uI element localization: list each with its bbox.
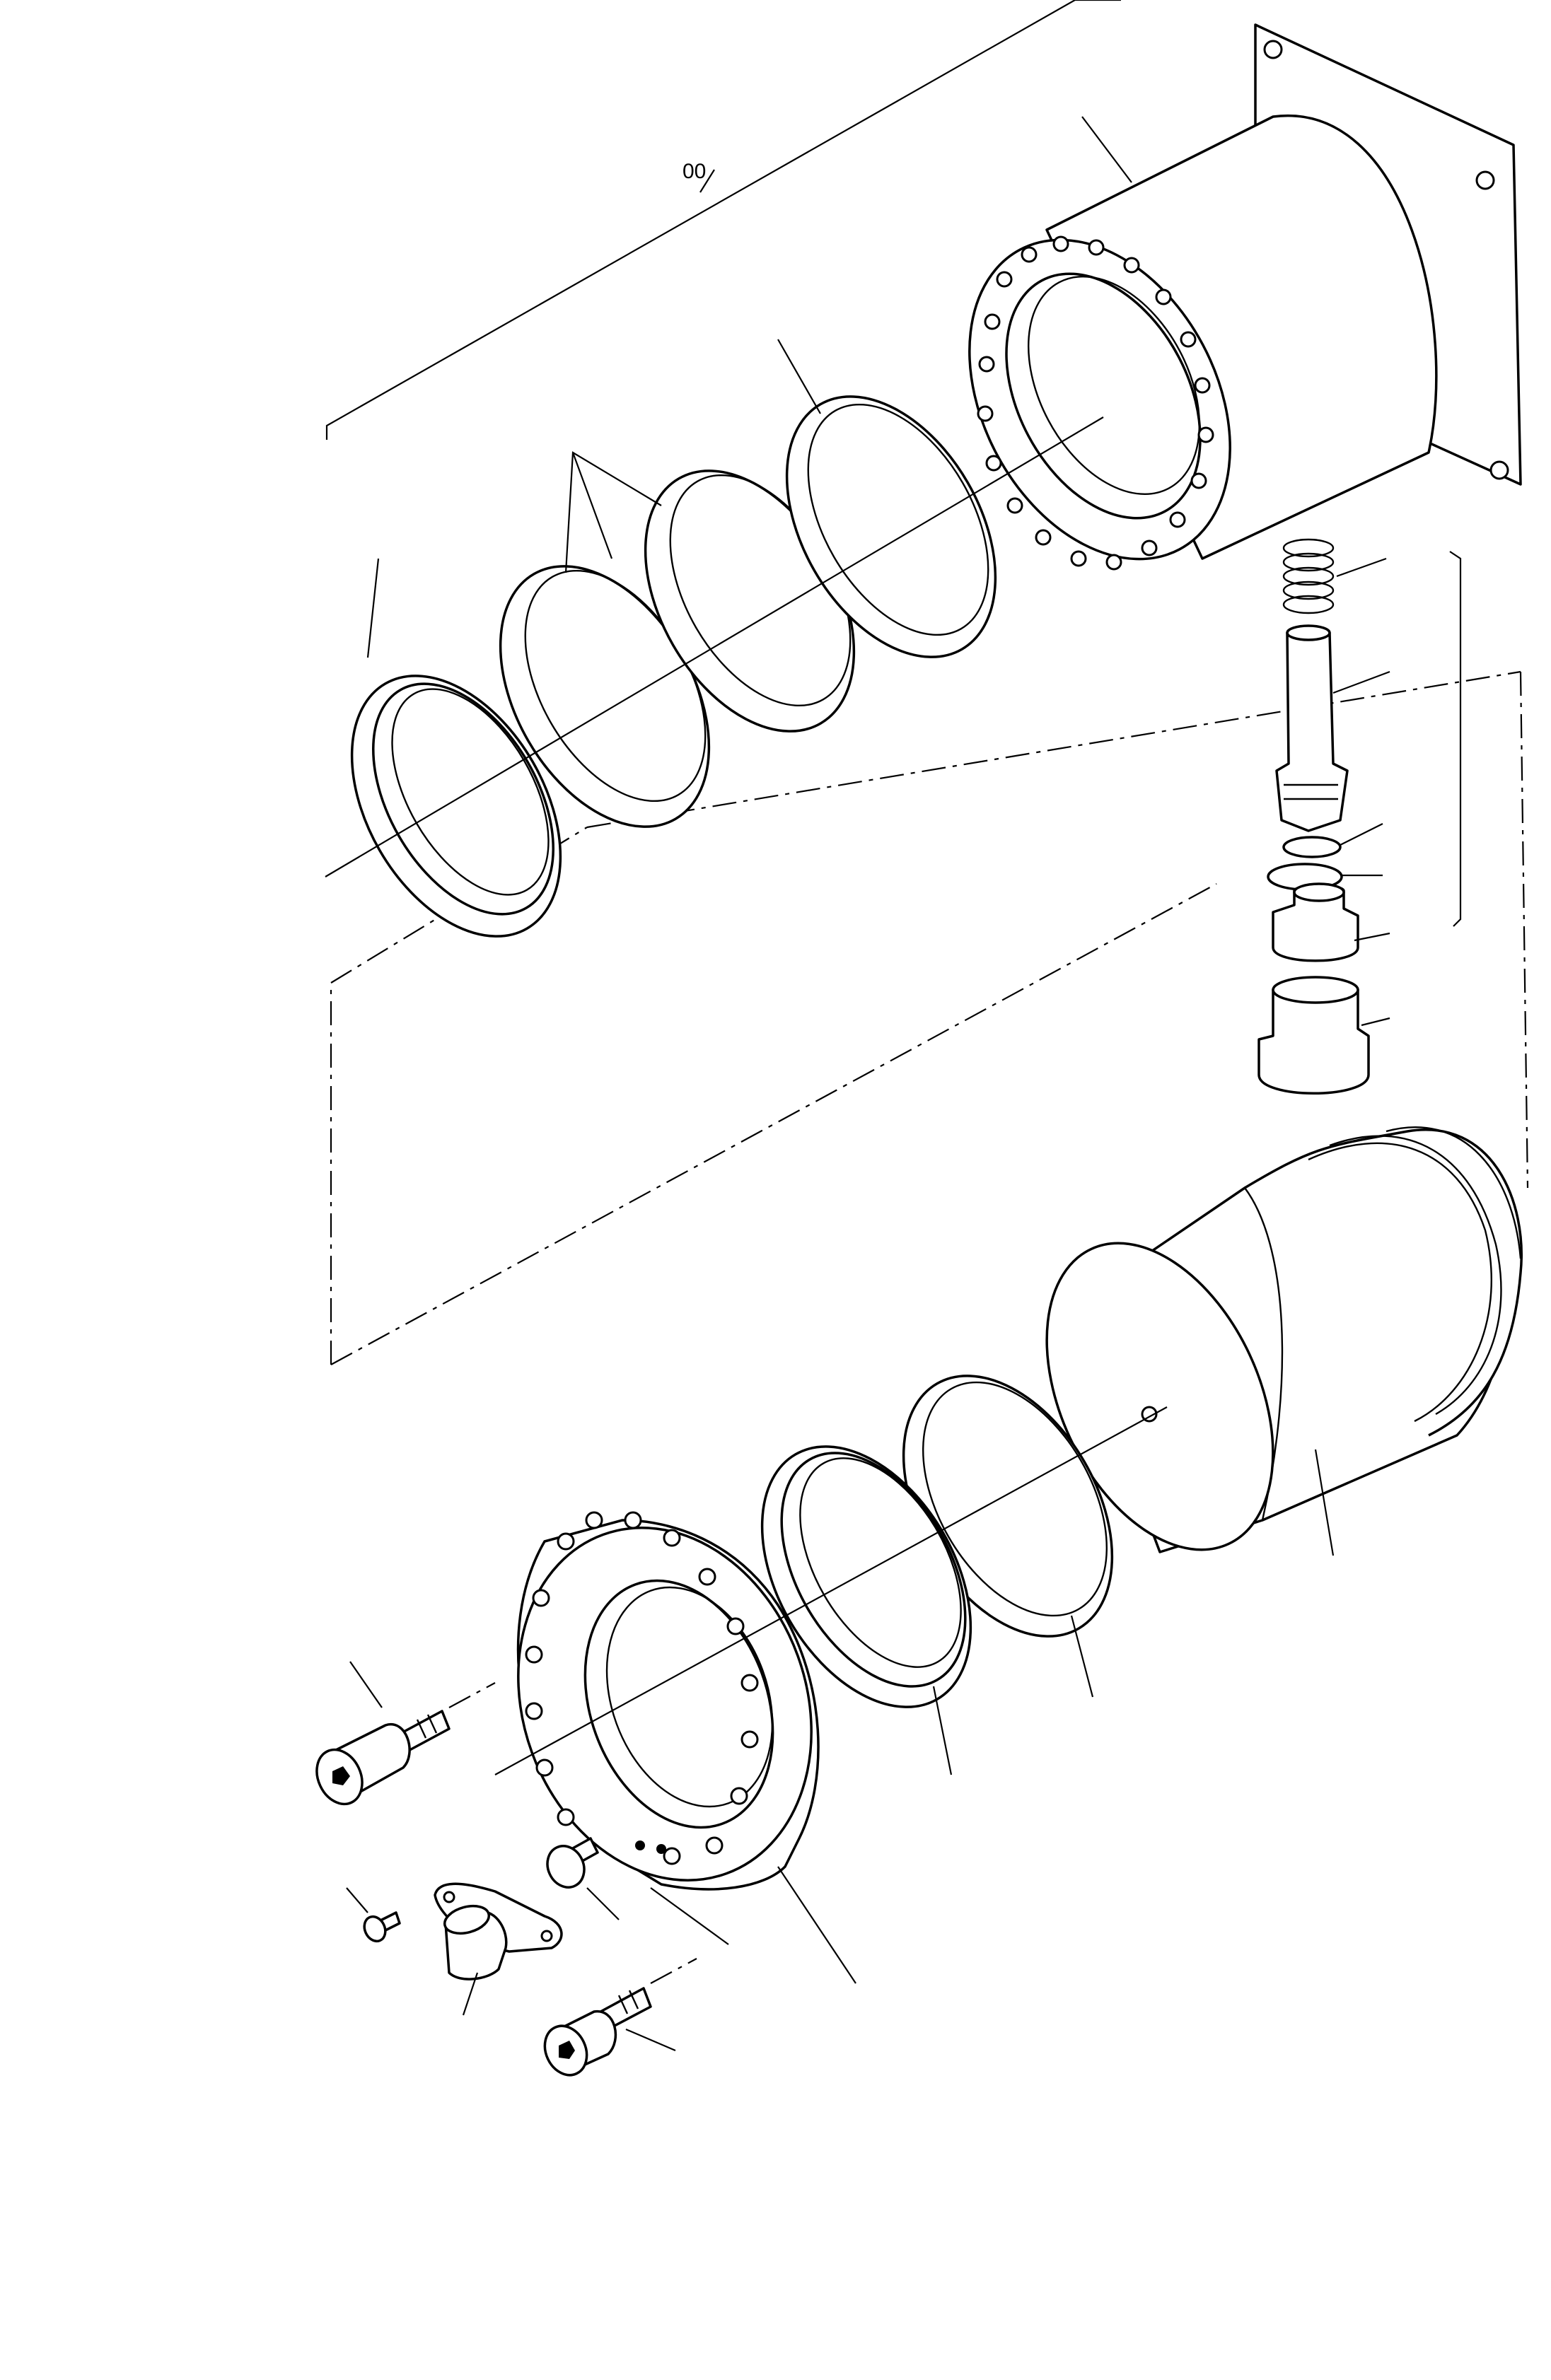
valve-seat <box>1272 882 1390 962</box>
lower-axis <box>494 1406 1168 1775</box>
plug-screw <box>546 1837 620 1920</box>
bearing-ring-c <box>785 395 997 658</box>
assembly-outline <box>325 0 1529 1365</box>
cap-screw-large-b <box>543 1958 697 2077</box>
seal-ring-outer <box>350 675 562 938</box>
housing-bolt-holes <box>977 235 1214 571</box>
end-flange <box>516 1511 856 1984</box>
valve-plunger <box>1275 624 1390 832</box>
cap-screw-large-a <box>315 1661 496 1806</box>
cap-screw-small <box>346 1887 401 1943</box>
upper-axis-and-leaders <box>325 339 1104 877</box>
piston <box>1045 1126 1523 1556</box>
valve-cap <box>1257 976 1390 1095</box>
assembly-label: 00 <box>682 160 707 183</box>
o-ring-small <box>1282 823 1383 858</box>
housing-flange <box>968 23 1522 571</box>
cover-plate <box>434 1882 563 2016</box>
spring <box>1282 538 1387 614</box>
end-flange-bolt-holes <box>525 1511 759 1865</box>
valve-group-bracket <box>1449 551 1462 927</box>
